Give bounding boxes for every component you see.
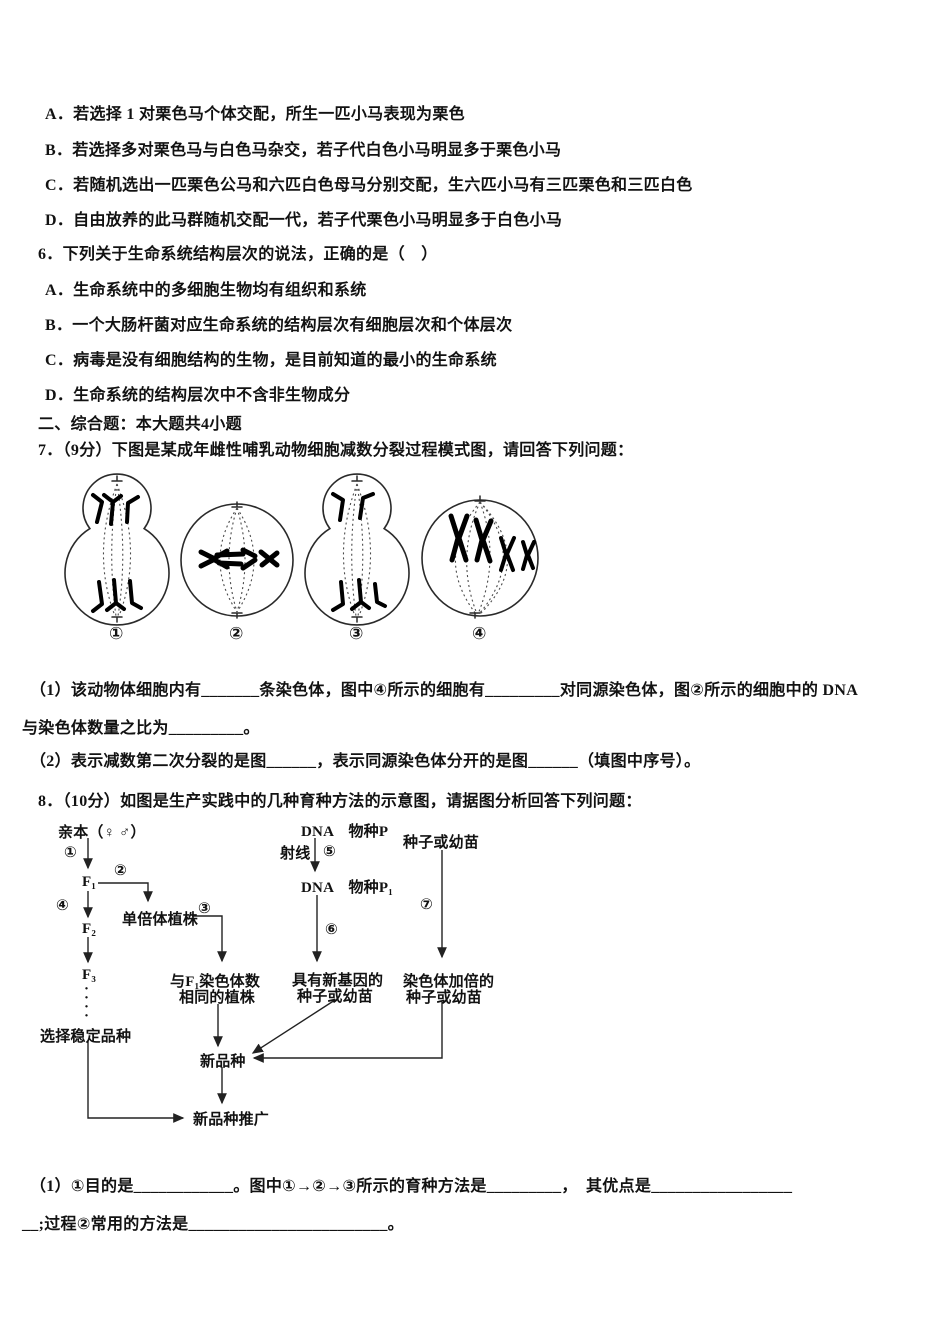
q8-blank-line-2: __;过程②常用的方法是________________________。 [22, 1216, 404, 1233]
fc-new-variety-promotion-label: 新品种推广 [193, 1112, 270, 1128]
fc-chromosome-doubled-line2: 种子或幼苗 [406, 990, 483, 1006]
section-2-header: 二、综合题：本大题共4小题 [38, 416, 242, 433]
fc-parents-label: 亲本（♀ ♂） [58, 825, 146, 841]
q6-option-b: B．一个大肠杆菌对应生命系统的结构层次有细胞层次和个体层次 [45, 317, 513, 334]
fc-dna-species-p1-label: DNA 物种P₁ [301, 880, 393, 896]
cell-label-2: ② [229, 624, 244, 643]
fc-new-gene-seedling-line1: 具有新基因的 [292, 973, 384, 989]
fc-new-gene-seedling-line2: 种子或幼苗 [297, 989, 374, 1005]
fc-dna-species-p-label: DNA 物种P [301, 824, 389, 840]
fc-select-stable-variety-label: 选择稳定品种 [40, 1029, 132, 1045]
q8-stem: 8．（10分）如图是生产实践中的几种育种方法的示意图，请据图分析回答下列问题： [38, 793, 642, 810]
q5-option-c: C．若随机选出一匹栗色公马和六匹白色母马分别交配，生六匹小马有三匹栗色和三匹白色 [45, 177, 693, 194]
fc-f1-label: F₁ [82, 874, 97, 890]
meiosis-figure [64, 473, 539, 626]
breeding-flowchart: 亲本（♀ ♂） ① F₁ ② ④ 单倍体植株 ③ F₂ F₃ ···· 选择稳定… [40, 815, 520, 1145]
fc-step-1: ① [64, 845, 77, 861]
q6-stem: 6．下列关于生命系统结构层次的说法，正确的是（ ） [38, 246, 438, 263]
q6-option-d: D．生命系统的结构层次中不含非生物成分 [45, 387, 351, 404]
fc-step-7: ⑦ [420, 897, 433, 913]
cell-label-4: ④ [472, 624, 487, 643]
fc-step-5: ⑤ [323, 844, 336, 860]
fc-step-2: ② [114, 863, 127, 879]
cell-label-3: ③ [349, 624, 364, 643]
fc-seed-or-seedling-label: 种子或幼苗 [403, 835, 480, 851]
q5-option-a: A．若选择 1 对栗色马个体交配，所生一匹小马表现为栗色 [45, 106, 465, 123]
fc-step-3: ③ [198, 901, 211, 917]
q7-stem: 7．（9分）下图是某成年雌性哺乳动物细胞减数分裂过程模式图，请回答下列问题： [38, 442, 634, 459]
q5-option-b: B．若选择多对栗色马与白色马杂交，若子代白色小马明显多于栗色小马 [45, 142, 562, 159]
q7-blank-line-1b: 与染色体数量之比为_________。 [22, 720, 260, 737]
fc-f3-label: F₃ [82, 967, 97, 983]
q5-option-d: D．自由放养的此马群随机交配一代，若子代栗色小马明显多于白色小马 [45, 212, 563, 229]
fc-new-variety-label: 新品种 [200, 1054, 246, 1070]
fc-step-6: ⑥ [325, 922, 338, 938]
fc-ellipsis-dots: ···· [84, 981, 90, 1024]
cell-label-1: ① [109, 624, 124, 643]
fc-haploid-plant-label: 单倍体植株 [122, 912, 199, 928]
q7-blank-line-1a: （1）该动物体细胞内有_______条染色体，图中④所示的细胞有________… [30, 682, 859, 699]
q6-option-c: C．病毒是没有细胞结构的生物，是目前知道的最小的生命系统 [45, 352, 497, 369]
fc-same-chromosome-plant-line1: 与F₁染色体数 [170, 974, 261, 990]
fc-ray-label: 射线 [280, 846, 311, 862]
flowchart-arrows [83, 838, 447, 1123]
q7-blank-line-2: （2）表示减数第二次分裂的是图______，表示同源染色体分开的是图______… [30, 753, 701, 770]
fc-step-4: ④ [56, 898, 69, 914]
fc-f2-label: F₂ [82, 921, 97, 937]
q8-blank-line-1: （1）①目的是____________。图中①→②→③所示的育种方法是_____… [30, 1178, 793, 1195]
fc-chromosome-doubled-line1: 染色体加倍的 [403, 974, 495, 990]
fc-same-chromosome-plant-line2: 相同的植株 [179, 990, 256, 1006]
q6-option-a: A．生命系统中的多细胞生物均有组织和系统 [45, 282, 367, 299]
